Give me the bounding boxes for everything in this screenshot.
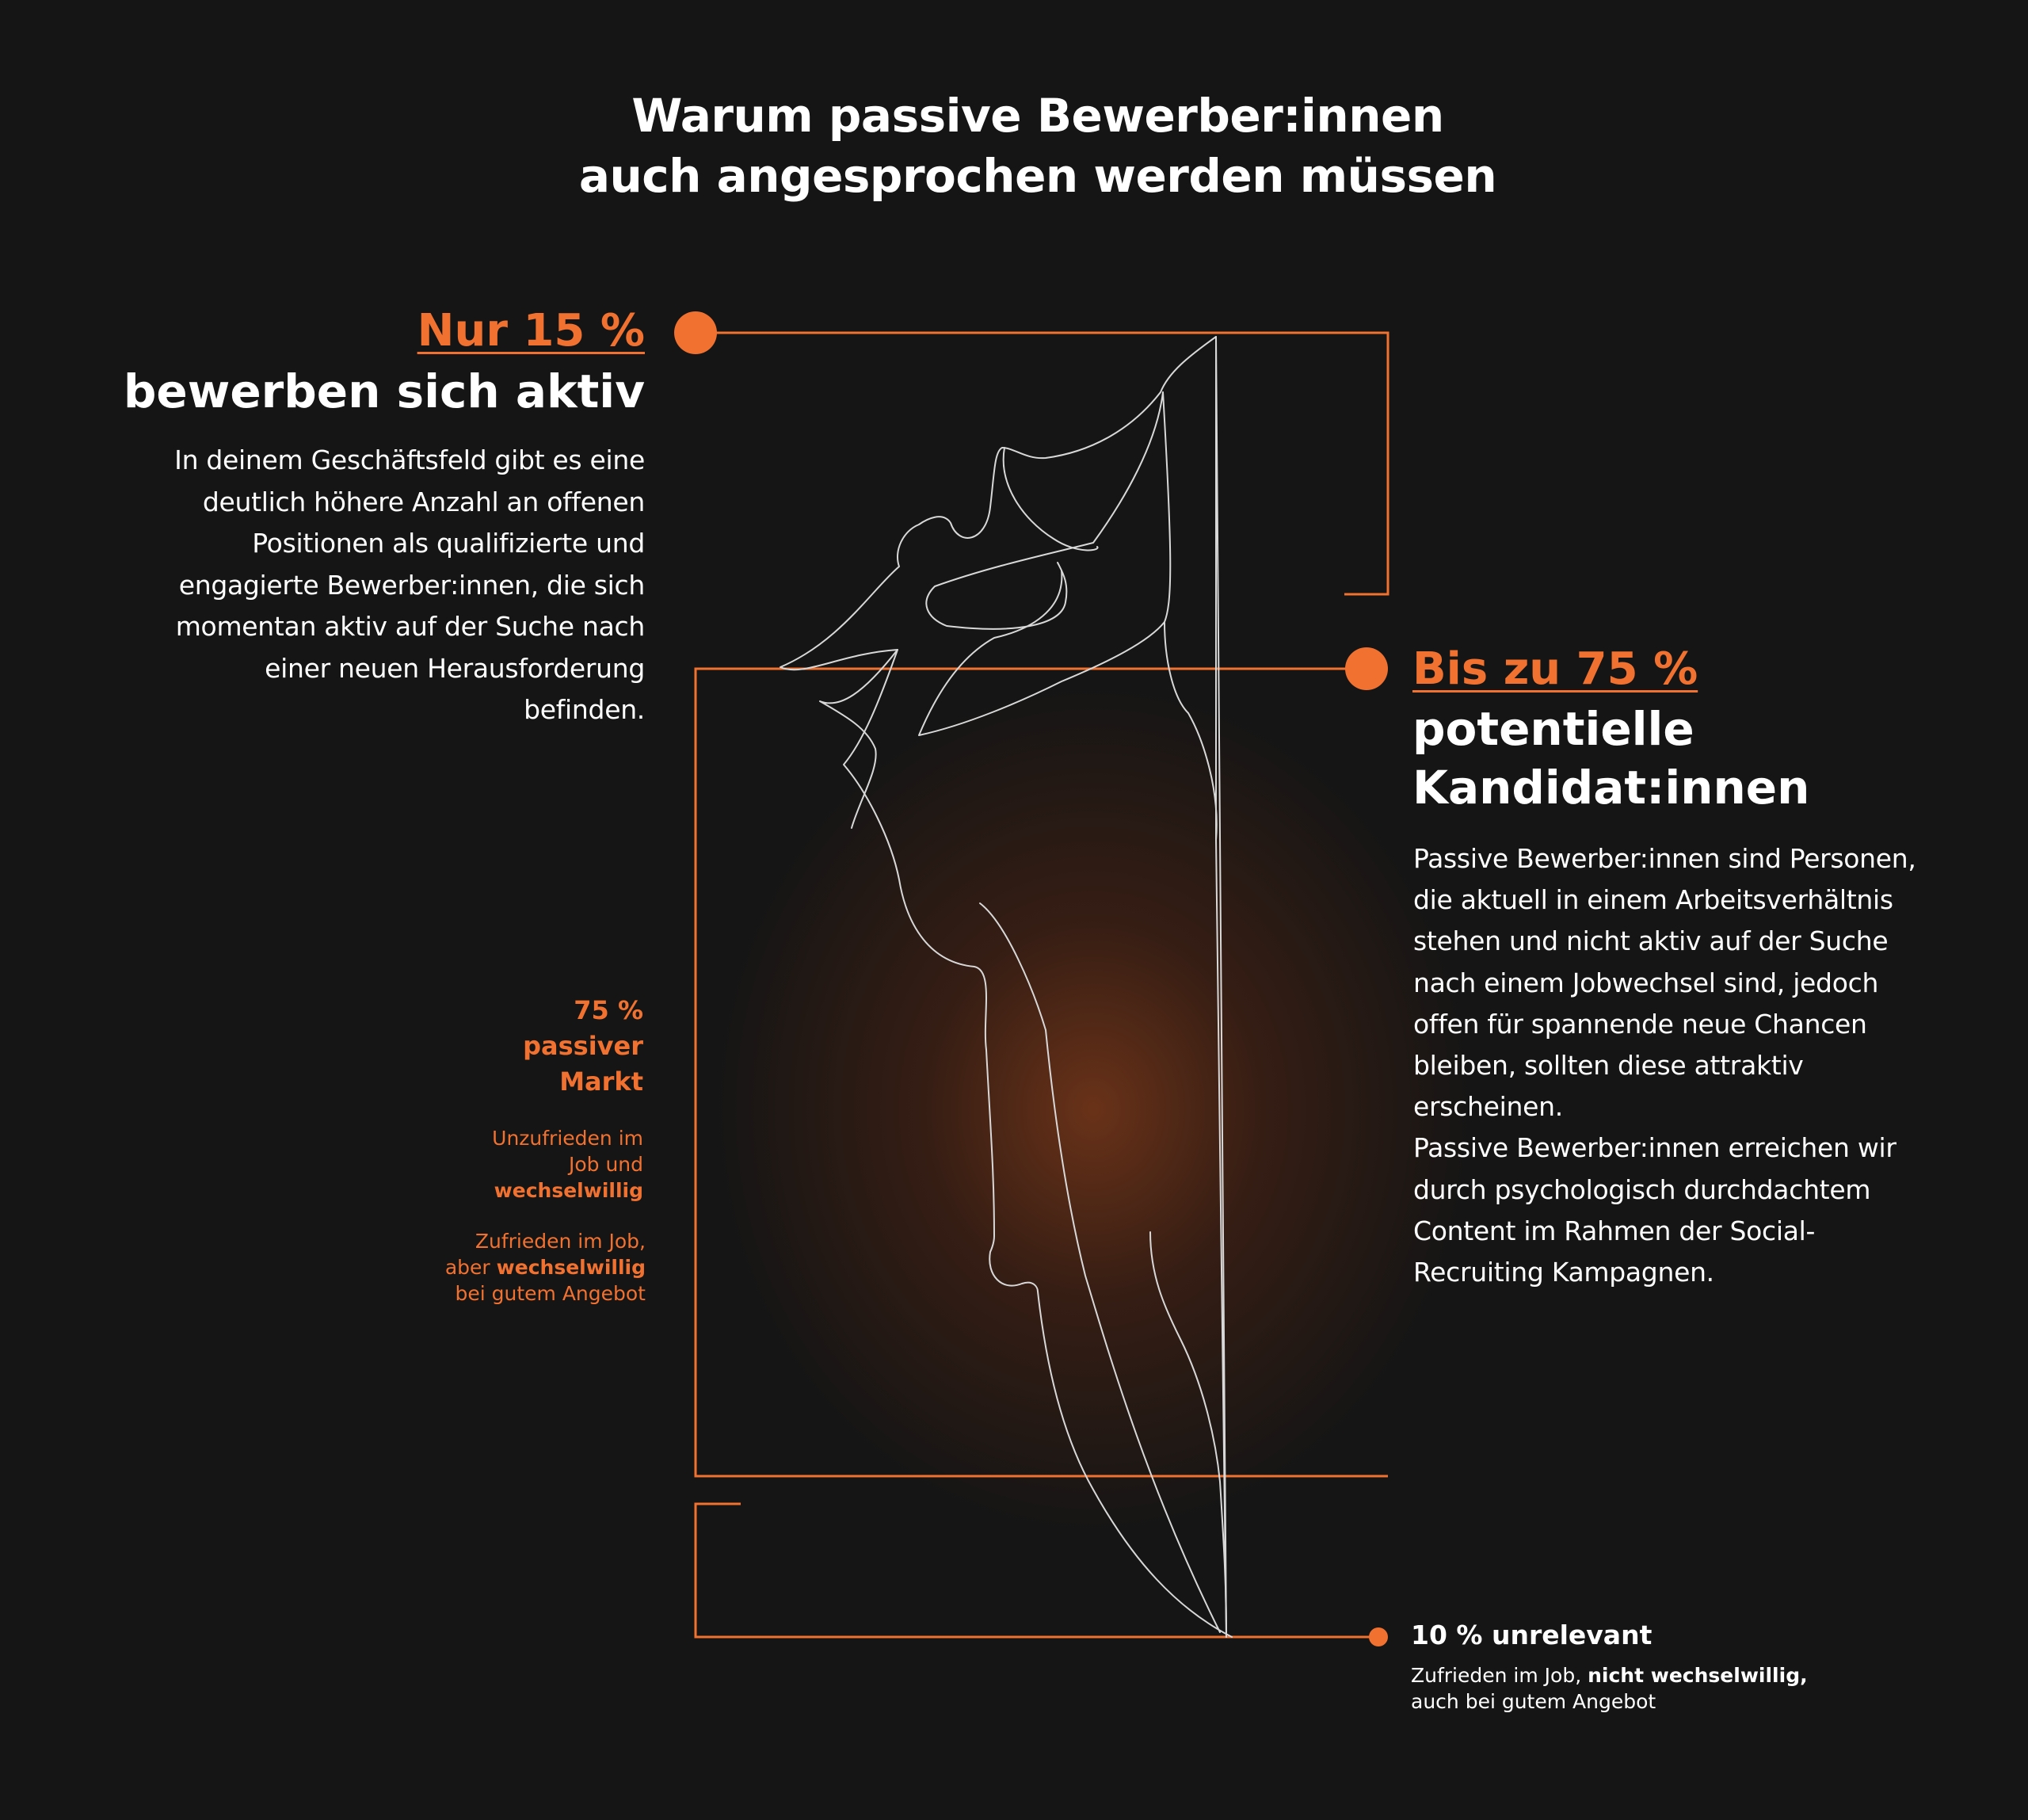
passive-stat: Bis zu 75 %: [1412, 643, 1698, 695]
unrelevant-stat: 10 % unrelevant: [1411, 1620, 1653, 1650]
market-line-2: passiver: [523, 1031, 643, 1061]
title-line-2: auch angesprochen werden müssen: [578, 149, 1497, 203]
passive-marker-dot: [1345, 647, 1388, 690]
page-title: Warum passive Bewerber:innen auch angesp…: [0, 86, 2028, 206]
unrelevant-description: Zufrieden im Job, nicht wechselwillig, a…: [1411, 1662, 1808, 1715]
passive-body-line: erscheinen.: [1413, 1091, 1563, 1123]
unrelevant-line-2: auch bei gutem Angebot: [1411, 1690, 1656, 1713]
passive-body-line: Passive Bewerber:innen erreichen wir: [1413, 1132, 1896, 1164]
passive-body-line: durch psychologisch durchdachtem: [1413, 1173, 1871, 1205]
passive-body-line: offen für spannende neue Chancen: [1413, 1008, 1867, 1040]
unrelevant-marker-dot: [1369, 1627, 1388, 1646]
active-body-line: momentan aktiv auf der Suche nach: [175, 611, 646, 642]
group2-line-3: bei gutem Angebot: [455, 1282, 646, 1305]
group2-line-1: Zufrieden im Job,: [475, 1230, 646, 1253]
bottom-bracket-line: [694, 1502, 1378, 1639]
passive-body-line: die aktuell in einem Arbeitsverhältnis: [1413, 884, 1893, 916]
group1-line-1: Unzufrieden im: [492, 1127, 643, 1150]
passive-headline-line-1: potentielle: [1412, 702, 1694, 756]
group1-bold: wechselwillig: [494, 1179, 643, 1202]
passive-body-line: bleiben, sollten diese attraktiv: [1413, 1050, 1804, 1082]
active-body-line: deutlich höhere Anzahl an offenen: [202, 486, 645, 517]
active-marker-dot: [674, 311, 717, 354]
passive-body-line: Content im Rahmen der Social-: [1413, 1215, 1816, 1246]
passive-body-line: stehen und nicht aktiv auf der Suche: [1413, 925, 1889, 957]
middle-bracket-line: [694, 667, 1388, 1478]
unhappy-group-label: Unzufrieden im Job und wechselwillig: [492, 1125, 643, 1204]
active-body-line: In deinem Geschäftsfeld gibt es eine: [174, 445, 645, 475]
active-body-line: Positionen als qualifizierte und: [252, 528, 645, 559]
active-description: In deinem Geschäftsfeld gibt es eine deu…: [174, 440, 645, 731]
passive-body-line: nach einem Jobwechsel sind, jedoch: [1413, 967, 1879, 998]
active-body-line: engagierte Bewerber:innen, die sich: [178, 569, 646, 601]
background-glow: [697, 666, 1489, 1553]
group2-prefix: aber: [444, 1256, 497, 1279]
passive-body-line: Passive Bewerber:innen sind Personen,: [1413, 843, 1916, 874]
unrelevant-bold: nicht wechselwillig,: [1588, 1664, 1808, 1687]
passive-body-line: Recruiting Kampagnen.: [1413, 1257, 1714, 1288]
passive-headline: potentielle Kandidat:innen: [1412, 700, 1809, 817]
group1-line-2: Job und: [568, 1153, 643, 1176]
satisfied-group-label: Zufrieden im Job, aber wechselwillig bei…: [445, 1228, 646, 1307]
passive-description: Passive Bewerber:innen sind Personen, di…: [1413, 838, 1916, 1293]
market-line-3: Markt: [559, 1066, 643, 1097]
active-body-line: befinden.: [524, 694, 645, 725]
active-stat: Nur 15 %: [417, 305, 645, 357]
figure-outline: [780, 336, 1233, 1638]
unrelevant-prefix: Zufrieden im Job,: [1411, 1664, 1588, 1687]
passive-headline-line-2: Kandidat:innen: [1412, 761, 1810, 815]
title-line-1: Warum passive Bewerber:innen: [631, 89, 1444, 143]
passive-market-label: 75 % passiver Markt: [523, 993, 643, 1100]
active-headline: bewerben sich aktiv: [123, 364, 645, 418]
active-body-line: einer neuen Herausforderung: [265, 652, 645, 684]
market-percent: 75 %: [574, 995, 643, 1025]
top-bracket-line: [696, 331, 1389, 596]
group2-bold: wechselwillig: [496, 1256, 646, 1279]
